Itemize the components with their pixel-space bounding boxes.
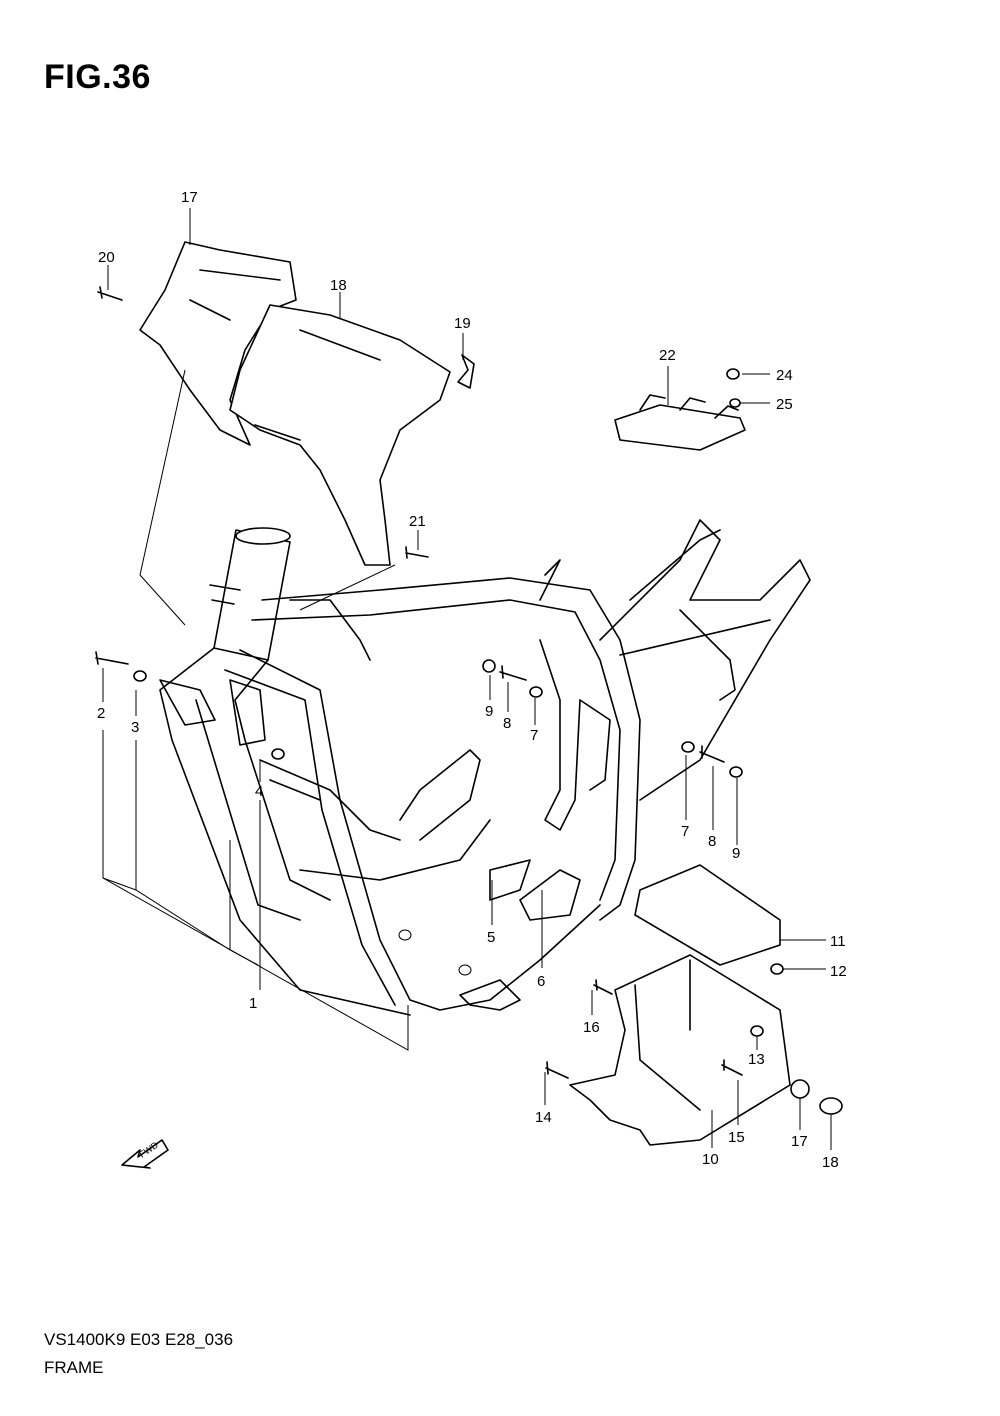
callout-18: 18 <box>822 1154 839 1171</box>
fasteners <box>95 286 843 1115</box>
callout-22: 20 <box>98 249 115 266</box>
callout-6: 6 <box>537 973 545 990</box>
callout-13: 13 <box>748 1051 765 1068</box>
section-name: FRAME <box>44 1358 104 1377</box>
callout-16: 16 <box>583 1019 600 1036</box>
callout-5: 5 <box>487 929 495 946</box>
callout-14: 14 <box>535 1109 552 1126</box>
callout-4: 4 <box>255 783 263 800</box>
callout-26: 25 <box>776 396 793 413</box>
callout-7b: 7 <box>681 823 689 840</box>
callout-23: 21 <box>409 513 426 530</box>
callout-9a: 9 <box>485 703 493 720</box>
callout-1: 1 <box>249 995 257 1012</box>
callout-8b: 8 <box>708 833 716 850</box>
callout-2: 2 <box>97 705 105 722</box>
callout-24: 22 <box>659 347 676 364</box>
figure-title: FIG.36 <box>44 58 151 96</box>
callout-11: 11 <box>830 933 846 950</box>
model-code: VS1400K9 E03 E28_036 <box>44 1330 234 1349</box>
leader-lines <box>102 208 832 1150</box>
callout-7a: 7 <box>530 727 538 744</box>
bracket-assembly <box>614 394 746 451</box>
frame-covers <box>139 241 475 566</box>
callout-17: 17 <box>791 1133 808 1150</box>
callout-3: 3 <box>131 719 139 736</box>
main-frame <box>159 519 811 1016</box>
callout-25: 24 <box>776 367 793 384</box>
callout-20: 18 <box>330 277 347 294</box>
callout-19: 17 <box>181 189 198 206</box>
callout-15: 15 <box>728 1129 745 1146</box>
callout-9b: 9 <box>732 845 740 862</box>
battery-box <box>569 864 791 1146</box>
callout-10: 10 <box>702 1151 719 1168</box>
forward-arrow-icon: FWD <box>121 1139 169 1169</box>
callout-labels: 17 20 18 19 22 24 25 21 2 3 9 8 7 4 7 8 … <box>97 189 847 1171</box>
callout-12: 12 <box>830 963 847 980</box>
callout-8a: 8 <box>503 715 511 732</box>
callout-21: 19 <box>454 315 471 332</box>
